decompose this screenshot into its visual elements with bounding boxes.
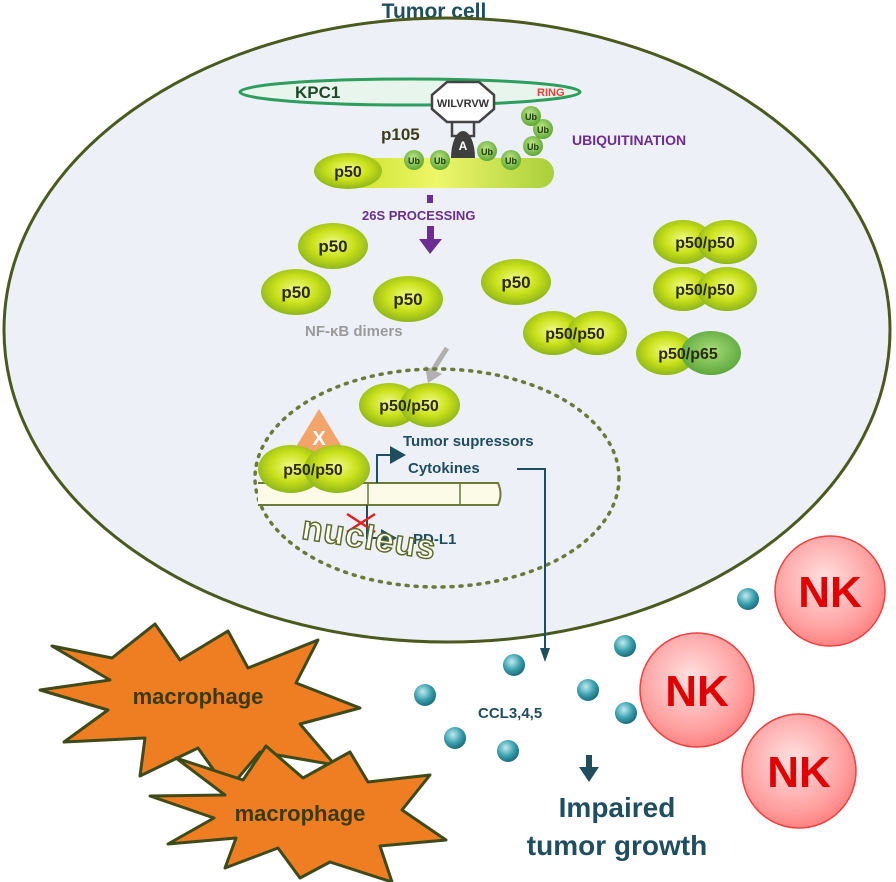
bound-dimer-label: p50/p50 [283,462,343,479]
ub-bead [533,119,553,139]
cytokines-label: Cytokines [408,460,480,477]
processing-tick [427,195,433,203]
nucleus-dimer-label: p50/p50 [379,398,439,415]
ar-a-label: A [459,139,468,153]
bound-dimer: p50/p50 [258,445,370,493]
promoter-line [376,454,392,483]
nk-label: NK [665,667,729,716]
dimer-p50-p50: p50/p50 [653,267,757,311]
macrophage-label: macrophage [235,801,366,826]
p105-p50-label: p50 [334,164,362,181]
dimer-p50-p50: p50/p50 [523,311,627,355]
macrophage: macrophage [148,744,448,882]
chemokine-beads [414,588,759,762]
nucleus-dimer: p50/p50 [359,383,460,427]
dimer-p50-p65: p50/p65 [636,331,741,375]
dimer-label: p50/p50 [545,326,605,343]
nk-cell: NK [774,535,886,647]
ccl-label: CCL3,4,5 [478,705,542,722]
processing-arrow-head [419,239,442,254]
secretion-path [517,468,546,650]
secretion-arrow-head [540,648,550,662]
wilvrvw-label: WILVRVW [437,98,490,110]
pdl1-label: PD-L1 [413,531,456,548]
p50-monomer [261,269,331,315]
pdl1-promoter-arrow [381,529,397,547]
chemokine-bead [577,679,599,701]
p50-monomer-label: p50 [281,283,310,302]
ub-label: Ub [408,156,420,166]
macrophage-label: macrophage [133,684,264,709]
p50-monomer [373,276,443,322]
ring-label: RING [537,87,565,99]
dimer-label: p50/p50 [675,282,735,299]
factor-x-triangle [291,409,347,455]
ub-label: Ub [505,156,517,166]
nfkb-dimers-label: NF-κB dimers [305,323,403,340]
p105-label: p105 [381,125,420,144]
processing-label: 26S PROCESSING [362,208,475,223]
tumor-suppressors-label: Tumor supressors [403,433,534,450]
outcome-line-2: tumor growth [527,830,707,861]
ub-bead [501,150,521,170]
nucleus [253,367,621,589]
wilvrvw-motif [430,80,496,124]
nk-label: NK [798,568,862,617]
kpc1-membrane [238,77,582,107]
translocation-arrow-head [425,366,442,383]
outcome-arrow-head [579,767,599,782]
ub-label: Ub [537,125,549,135]
chemokine-bead [503,654,525,676]
chemokine-bead [615,702,637,724]
chemokine-bead [614,635,636,657]
ub-bead [477,141,497,161]
chemokine-bead [737,588,759,610]
ub-label: Ub [525,112,537,122]
p50-monomer-label: p50 [501,273,530,292]
nk-label: NK [767,748,831,797]
nk-cell: NK [639,632,755,748]
p50-monomer-label: p50 [393,290,422,309]
pdl1-promoter-line [366,505,383,539]
p50-monomer [298,223,368,269]
dimer-label: p50/p65 [658,346,718,363]
nk-cell: NK [741,713,857,829]
ubiquitination-label: UBIQUITINATION [572,132,686,148]
promoter-arrow [390,446,406,464]
outcome-line-1: Impaired [559,792,676,823]
outcome-arrow-shaft [586,755,592,769]
p50-monomer-label: p50 [318,237,347,256]
blocked-cross-icon [346,512,376,534]
dimer-p50-p50: p50/p50 [653,220,757,264]
tumor-cell [2,16,892,644]
ub-label: Ub [527,142,539,152]
ubiquitin-chain: Ub Ub Ub Ub Ub Ub Ub [404,106,553,170]
chemokine-bead [497,740,519,762]
p50-monomer [481,259,551,305]
ub-bead [521,106,541,126]
translocation-arrow-shaft [430,346,450,372]
ub-bead [430,150,450,170]
factor-x-label: X [312,428,326,450]
ub-bead [404,150,424,170]
ub-bead [523,136,543,156]
kpc1-label: KPC1 [295,83,340,102]
chemokine-bead [414,684,436,706]
ub-label: Ub [481,147,493,157]
p105-p50-domain [314,153,382,189]
ub-label: Ub [434,156,446,166]
processing-arrow-shaft [427,226,434,240]
dimer-label: p50/p50 [675,235,735,252]
chemokine-bead [444,727,466,749]
